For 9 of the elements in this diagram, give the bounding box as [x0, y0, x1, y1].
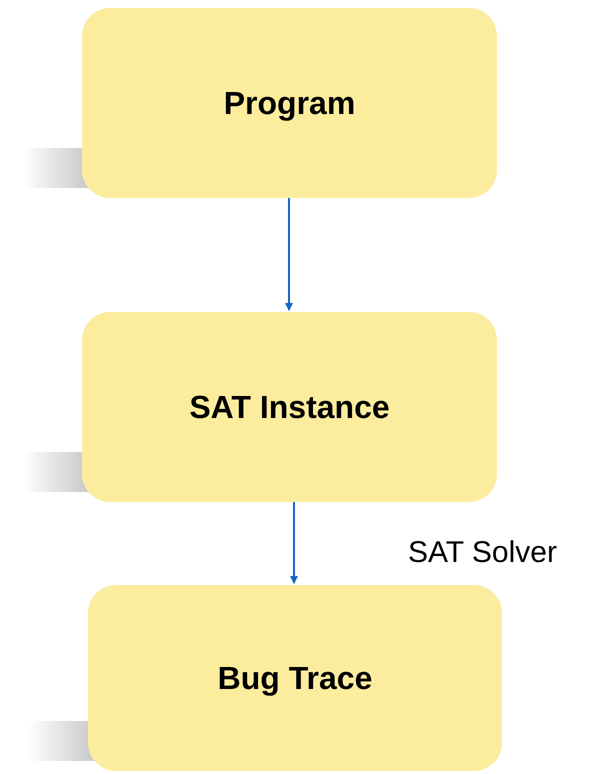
process-box	[88, 585, 502, 771]
box-label: Bug Trace	[218, 659, 372, 698]
edge-label: SAT Solver	[408, 535, 557, 571]
box-label: SAT Instance	[189, 388, 390, 427]
arrow	[285, 198, 293, 311]
process-box	[82, 8, 497, 198]
box-label: Program	[224, 84, 356, 123]
arrow	[290, 502, 298, 584]
process-box	[82, 312, 497, 502]
